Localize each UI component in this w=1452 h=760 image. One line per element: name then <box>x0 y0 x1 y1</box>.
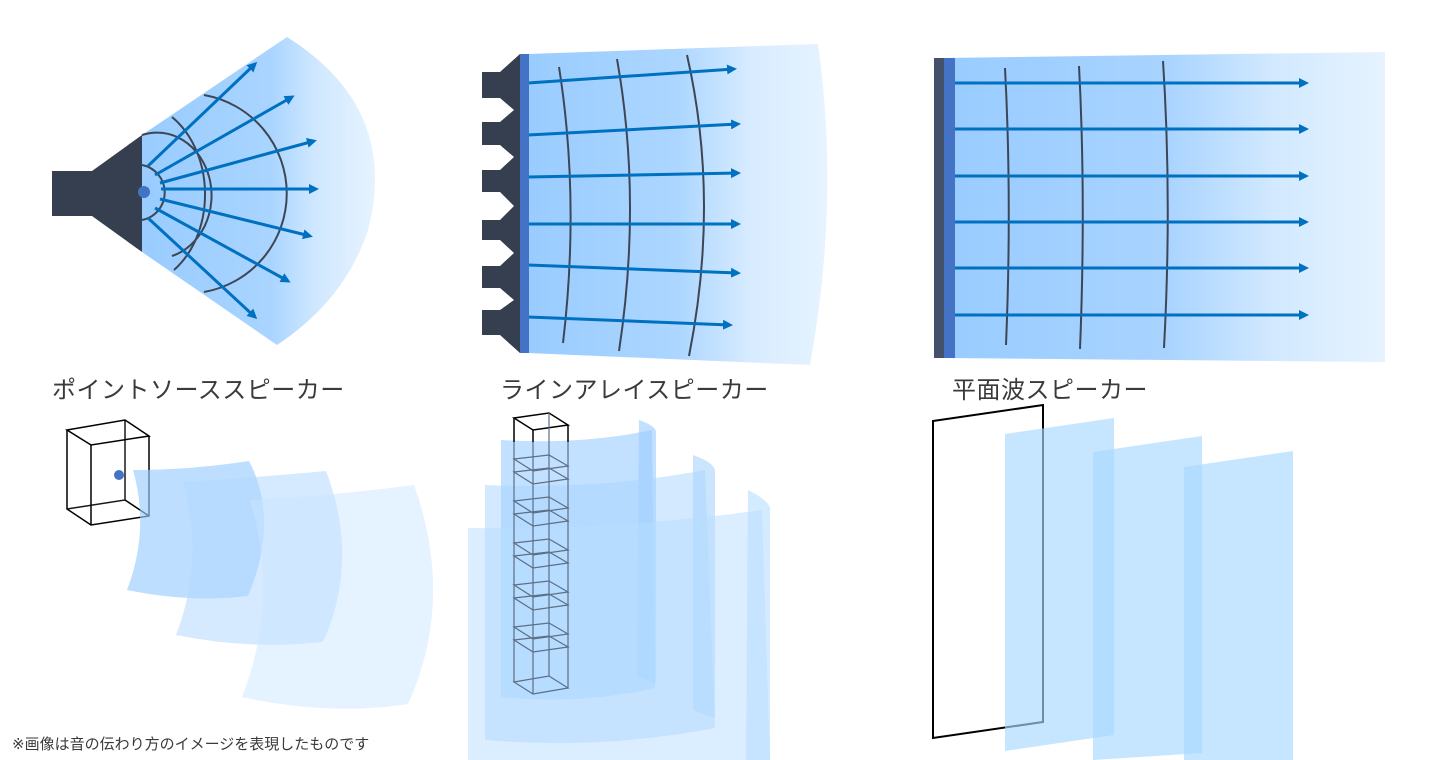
label-plane-wave: 平面波スピーカー <box>952 376 1148 404</box>
label-point-source: ポイントソーススピーカー <box>52 376 345 404</box>
line-array-drivers <box>482 54 520 353</box>
line-array-stack-outline <box>512 413 570 695</box>
point-source-diagram <box>52 37 376 345</box>
driver-dot <box>114 470 124 480</box>
plane-wave-diagram <box>934 52 1385 362</box>
speaker-panel-back <box>934 58 944 358</box>
label-line-array: ラインアレイスピーカー <box>500 376 769 404</box>
point-source-3d <box>64 419 434 709</box>
sound-arrows <box>527 64 741 330</box>
wavefront-lines <box>558 54 705 357</box>
wave-sheet-3 <box>242 485 434 709</box>
sound-arrows <box>955 78 1309 320</box>
plane-sheet-3 <box>1184 451 1293 760</box>
cylinder-sheet-3 <box>468 510 770 760</box>
sound-field-cone <box>142 37 376 345</box>
line-array-diagram <box>482 44 828 365</box>
plane-sheet-1 <box>1005 418 1114 751</box>
wavefront-arcs <box>141 94 288 293</box>
driver-dot <box>138 186 150 198</box>
wavefront-lines <box>1004 60 1169 350</box>
diaphragm-panel <box>944 58 955 358</box>
sound-field <box>528 44 828 365</box>
line-array-box-outline <box>511 412 571 442</box>
plane-sheet-2 <box>1093 436 1202 760</box>
sound-arrows <box>146 61 319 320</box>
line-array-3d <box>468 412 770 760</box>
diaphragm-strip <box>520 54 529 353</box>
plane-wave-3d <box>932 403 1293 760</box>
speaker-body <box>52 135 142 252</box>
disclaimer-note: ※画像は音の伝わり方のイメージを表現したものです <box>12 735 370 753</box>
cylinder-sheet-3-edge <box>746 490 770 760</box>
